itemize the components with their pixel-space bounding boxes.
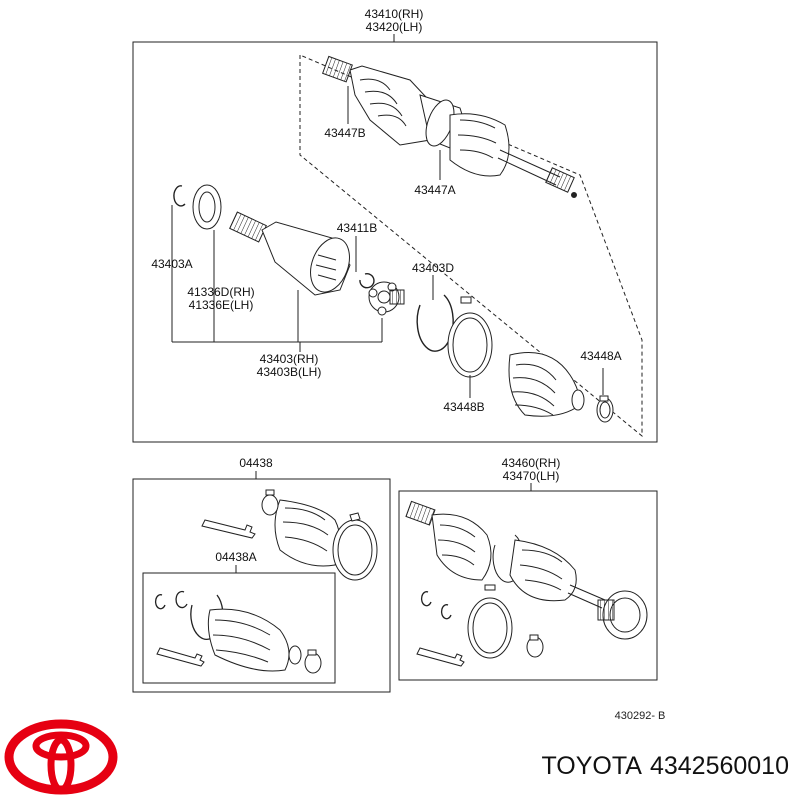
- top-assembly-panel: [132, 34, 658, 443]
- label-43448b: 43448B: [443, 400, 484, 414]
- snap-ring-43403d: [416, 294, 454, 352]
- sub-kit-frame: [142, 572, 336, 684]
- boot-clamp-43448b: [447, 296, 493, 378]
- snap-ring-43403a: [173, 185, 186, 207]
- label-04438: 04438: [239, 456, 273, 470]
- boot-kit-panel: [132, 471, 391, 693]
- label-43403a: 43403A: [151, 257, 192, 271]
- inner-boot: [508, 352, 585, 417]
- kit-dashed-boundary: [299, 54, 643, 438]
- label-43403-rh: 43403(RH): [260, 352, 319, 366]
- top-panel-frame: [132, 41, 658, 443]
- label-43403b-lh: 43403B(LH): [257, 365, 322, 379]
- label-43447a: 43447A: [414, 183, 455, 197]
- label-43470-lh: 43470(LH): [503, 469, 560, 483]
- boot-04438: [261, 489, 378, 581]
- label-43447b: 43447B: [324, 126, 365, 140]
- label-41336d: 41336D(RH): [187, 285, 254, 299]
- grease-tube: [201, 519, 256, 539]
- label-top-assembly-rh: 43410(RH): [365, 7, 424, 21]
- toyota-logo-icon: [4, 719, 118, 795]
- bare-shaft-frame: [398, 490, 658, 681]
- label-43460-rh: 43460(RH): [502, 456, 561, 470]
- outer-shaft-assembly: [322, 55, 577, 198]
- label-43411b: 43411B: [337, 221, 377, 235]
- tripod-spider: [368, 281, 405, 316]
- label-top-assembly-lh: 43420(LH): [366, 20, 423, 34]
- label-43448a: 43448A: [580, 349, 621, 363]
- label-04438a: 04438A: [215, 550, 256, 564]
- shaft-assembly-43460: [405, 500, 648, 667]
- inner-joint-housing: [229, 211, 351, 296]
- diagram-code: 430292- B: [615, 710, 666, 722]
- label-43403d: 43403D: [412, 261, 454, 275]
- footer-brand: TOYOTA: [541, 752, 642, 780]
- seal-43403a: [192, 184, 222, 230]
- boot-clamp-43448a: [596, 395, 614, 423]
- footer-part-title: TOYOTA 4342560010: [541, 752, 789, 780]
- bare-shaft-panel: [398, 483, 658, 681]
- circlip-43411b: [359, 273, 375, 289]
- label-41336e: 41336E(LH): [189, 298, 254, 312]
- boot-kit-frame: [132, 478, 391, 693]
- footer-part-number: 4342560010: [650, 752, 789, 780]
- boot-04438a: [154, 590, 322, 674]
